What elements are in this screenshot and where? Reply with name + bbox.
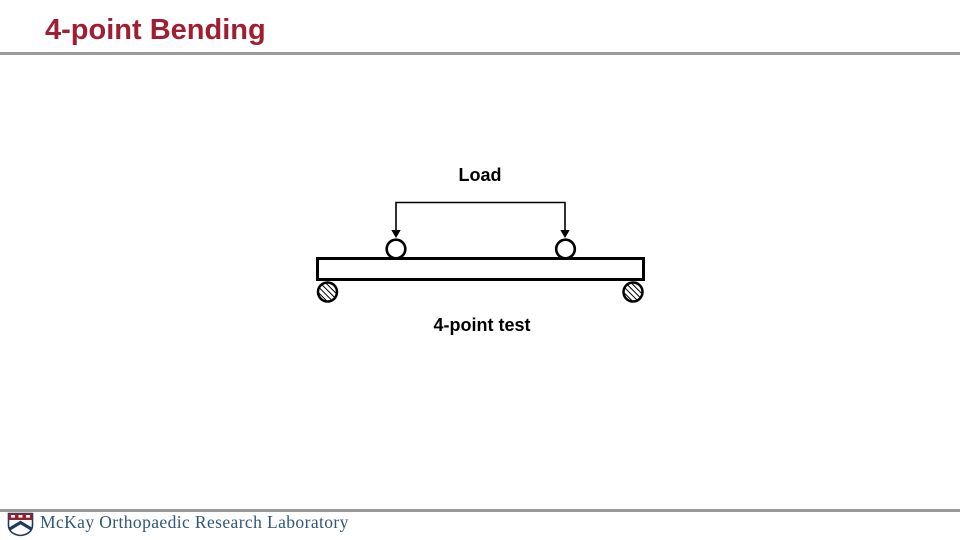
footer-lab-name: McKay Orthopaedic Research Laboratory — [40, 512, 349, 532]
footer-divider — [0, 509, 960, 512]
header-divider — [0, 52, 960, 55]
penn-shield-logo — [7, 512, 34, 537]
diagram-caption: 4-point test — [433, 315, 531, 335]
load-label: Load — [458, 165, 502, 185]
right-loading-roller — [554, 238, 577, 260]
left-support-roller — [316, 281, 339, 303]
left-load-arrow — [391, 230, 401, 238]
load-bracket — [395, 201, 566, 231]
right-load-arrow — [560, 230, 570, 238]
right-support-roller — [622, 281, 644, 303]
four-point-bending-diagram — [316, 201, 645, 303]
left-loading-roller — [385, 238, 407, 260]
slide-title: 4-point Bending — [45, 14, 266, 46]
specimen-beam — [316, 257, 645, 281]
